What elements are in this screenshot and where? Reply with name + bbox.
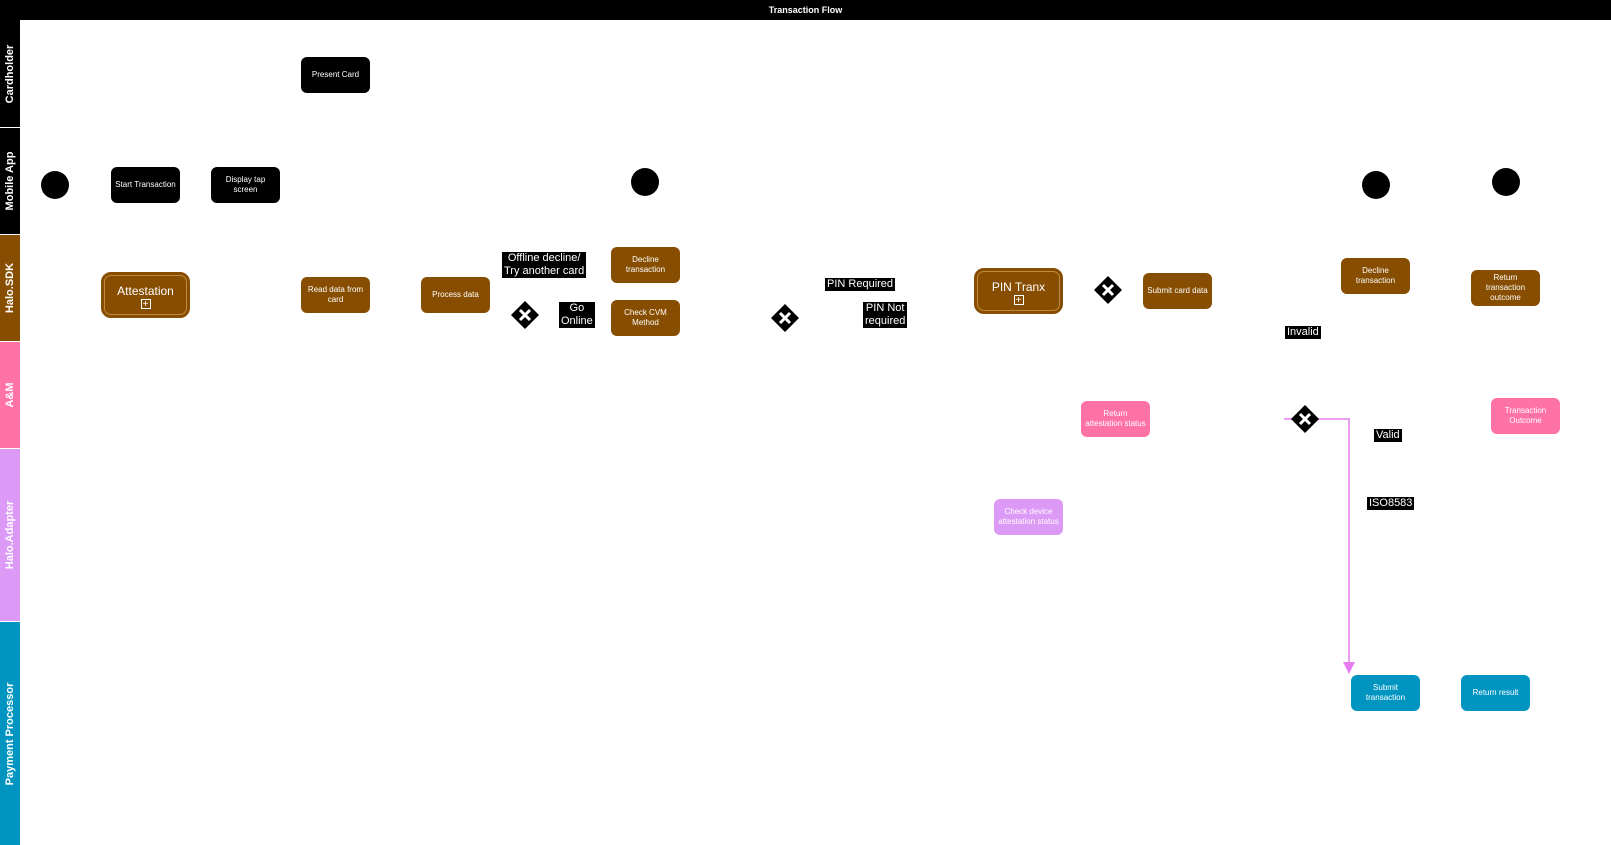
check-cvm-method-task[interactable]: Check CVM Method [611,300,680,336]
event-circle-icon[interactable] [1362,171,1390,199]
transaction-outcome-task[interactable]: Transaction Outcome [1491,398,1560,434]
edge-label-offline-decline: Offline decline/ Try another card [502,252,587,278]
pin-tranx-subprocess[interactable]: PIN Tranx + [974,268,1063,314]
edge-label-valid: Valid [1374,429,1402,442]
lane-mobile-app: Mobile App [0,128,20,234]
event-circle-icon[interactable] [1492,168,1520,196]
submit-transaction-task[interactable]: Submit transaction [1351,675,1420,711]
lane-am: A&M [0,342,20,448]
plus-square-icon[interactable]: + [140,299,151,310]
edge-label-iso8583: ISO8583 [1367,497,1415,510]
submit-card-data-task[interactable]: Submit card data [1143,273,1212,309]
lane-payment-processor: Payment Processor [0,622,20,845]
lane-cardholder: Cardholder [0,20,20,127]
return-attestation-status-task[interactable]: Return attestation status [1081,401,1150,437]
edge-label-pin-required: PIN Required [825,278,896,291]
edge-label-invalid: Invalid [1285,326,1321,339]
exclusive-gateway-x-icon[interactable] [511,301,539,329]
exclusive-gateway-x-icon[interactable] [1094,276,1122,304]
exclusive-gateway-x-icon[interactable] [1291,405,1319,433]
decline-transaction-task[interactable]: Decline transaction [611,247,680,283]
edge-label-go-online: Go Online [559,302,595,328]
return-result-task[interactable]: Return result [1461,675,1530,711]
lane-halo-sdk: Halo.SDK [0,235,20,341]
lane-halo-adapter: Halo.Adapter [0,449,20,621]
process-data-task[interactable]: Process data [421,277,490,313]
edge-label-pin-not-required: PIN Not required [863,302,908,328]
start-transaction-task[interactable]: Start Transaction [111,167,180,203]
plus-square-icon[interactable]: + [1013,295,1024,306]
decline-transaction-task-2[interactable]: Decline transaction [1341,258,1410,294]
edge-valid-to-submit [1284,418,1355,674]
return-transaction-outcome-task[interactable]: Return transaction outcome [1471,270,1540,306]
display-tap-screen-task[interactable]: Display tap screen [211,167,280,203]
event-circle-icon[interactable] [631,168,659,196]
subprocess-label: PIN Tranx [991,280,1046,294]
check-device-attestation-task[interactable]: Check device attestation status [994,499,1063,535]
present-card-task[interactable]: Present Card [301,57,370,93]
attestation-subprocess[interactable]: Attestation + [101,272,190,318]
subprocess-label: Attestation [117,284,174,298]
read-data-task[interactable]: Read data from card [301,277,370,313]
start-event-icon[interactable] [41,171,69,199]
diagram-title: Transaction Flow [0,0,1611,20]
exclusive-gateway-x-icon[interactable] [771,304,799,332]
